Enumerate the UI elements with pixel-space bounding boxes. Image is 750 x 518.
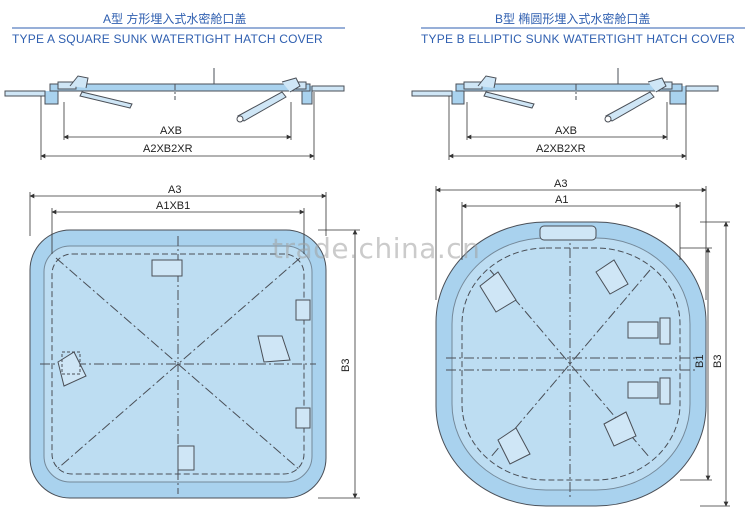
type-a-plan-view — [29, 229, 327, 499]
type-a-title-en: TYPE A SQUARE SUNK WATERTIGHT HATCH COVE… — [12, 32, 323, 46]
type-b-title-cn: B型 椭圆形埋入式水密舱口盖 — [495, 12, 651, 26]
type-a-dimension-lines — [40, 92, 315, 160]
type-b-a1-label: A1 — [555, 194, 568, 206]
watermark: trade.china.cn — [272, 232, 481, 265]
type-b-title-en: TYPE B ELLIPTIC SUNK WATERTIGHT HATCH CO… — [421, 32, 735, 46]
type-a-a1xb1-label: A1XB1 — [156, 200, 190, 212]
type-a-a3-label: A3 — [168, 184, 181, 196]
type-b-b1-label: B1 — [694, 355, 706, 368]
type-b-axb-label: AXB — [555, 125, 577, 137]
type-b-plan-dimension-lines — [435, 186, 730, 507]
type-b-a2xb2xr-label: A2XB2XR — [536, 143, 586, 155]
type-b-section-view — [411, 68, 719, 123]
type-a-section-view — [4, 68, 345, 123]
type-a-axb-label: AXB — [160, 125, 182, 137]
type-a-b3-label: B3 — [340, 359, 352, 372]
type-b-b3-label: B3 — [712, 355, 724, 368]
type-b-plan-view — [435, 221, 707, 507]
type-a-a2xb2xr-label: A2XB2XR — [143, 143, 193, 155]
type-b-a3-label: A3 — [554, 178, 567, 190]
type-a-title-cn: A型 方形埋入式水密舱口盖 — [103, 12, 247, 26]
type-a-plan-dimension-lines — [29, 192, 360, 499]
type-b-dimension-lines — [448, 92, 687, 160]
